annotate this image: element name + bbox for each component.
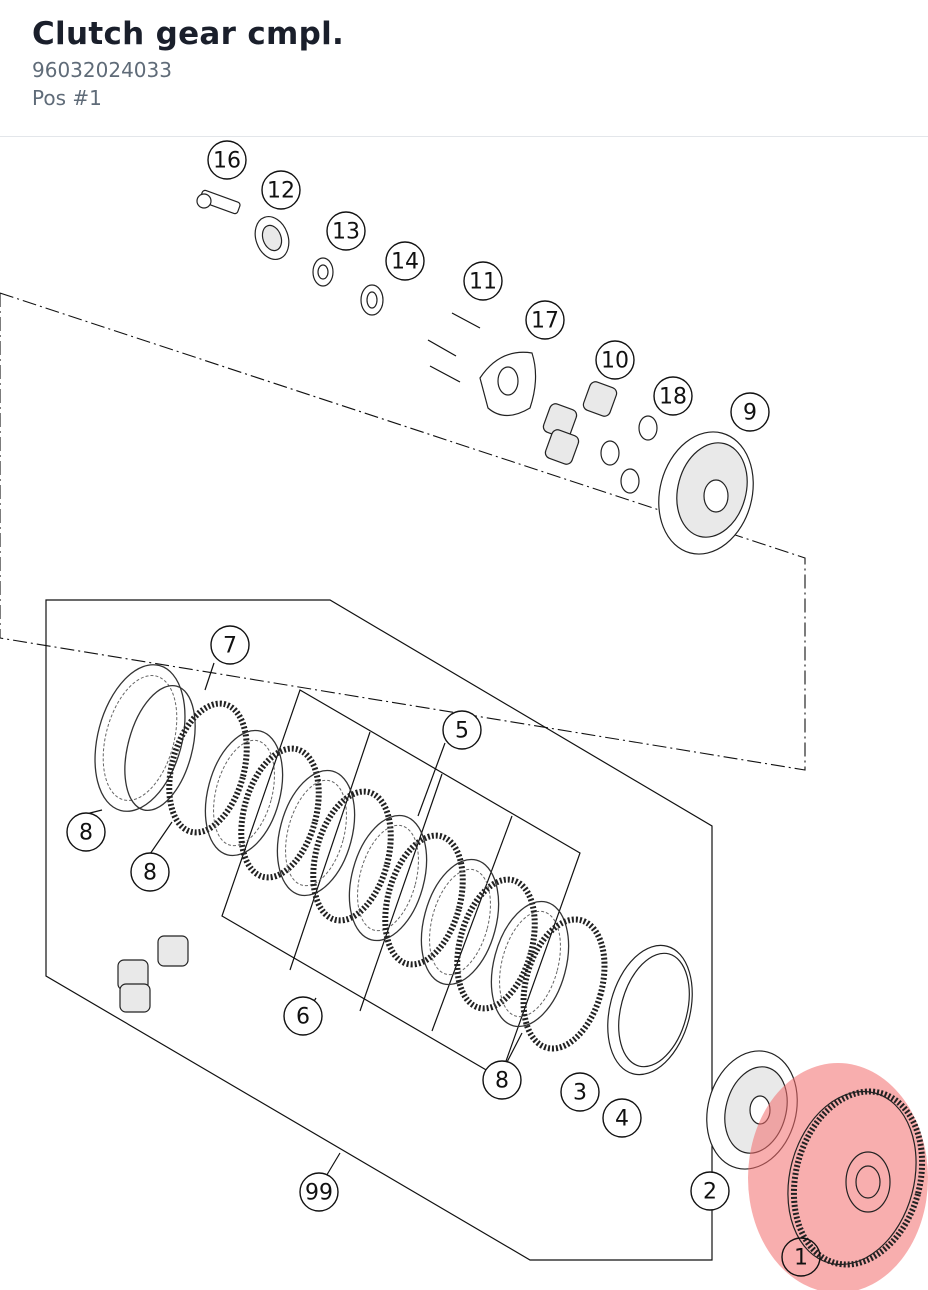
rings-part-18 bbox=[600, 415, 658, 494]
nut-part-13 bbox=[312, 257, 334, 287]
callout-13[interactable]: 13 bbox=[326, 211, 366, 251]
callout-9[interactable]: 9 bbox=[730, 392, 770, 432]
callout-2-label: 2 bbox=[703, 1180, 717, 1205]
callout-13-label: 13 bbox=[332, 220, 360, 245]
callout-14-label: 14 bbox=[391, 250, 419, 275]
bearing-part-12 bbox=[254, 216, 290, 260]
springs-part-10 bbox=[542, 381, 618, 465]
part-header: Clutch gear cmpl. 96032024033 Pos #1 bbox=[0, 0, 928, 137]
callout-12[interactable]: 12 bbox=[261, 170, 301, 210]
callout-4-label: 4 bbox=[615, 1107, 629, 1132]
highlighted-clutch-gear-part-1 bbox=[748, 1063, 928, 1290]
callout-8-a-label: 8 bbox=[79, 821, 93, 846]
washer-part-14 bbox=[360, 284, 384, 316]
callout-99[interactable]: 99 bbox=[299, 1172, 339, 1212]
callout-16[interactable]: 16 bbox=[207, 140, 247, 180]
callout-11[interactable]: 11 bbox=[463, 261, 503, 301]
callout-99-label: 99 bbox=[305, 1181, 333, 1206]
callout-8-b[interactable]: 8 bbox=[130, 852, 170, 892]
callout-5[interactable]: 5 bbox=[442, 710, 482, 750]
callout-8-c-label: 8 bbox=[495, 1069, 509, 1094]
callout-17-label: 17 bbox=[531, 309, 559, 334]
callout-9-label: 9 bbox=[743, 401, 757, 426]
callout-8-b-label: 8 bbox=[143, 861, 157, 886]
callout-6[interactable]: 6 bbox=[283, 996, 323, 1036]
callout-4[interactable]: 4 bbox=[602, 1098, 642, 1138]
ring-part-3 bbox=[607, 944, 693, 1076]
bolt-part-16 bbox=[196, 189, 241, 215]
pressure-plate-part-9 bbox=[658, 431, 754, 555]
plate-part-17 bbox=[479, 351, 537, 417]
callout-14[interactable]: 14 bbox=[385, 241, 425, 281]
callout-8-c[interactable]: 8 bbox=[482, 1060, 522, 1100]
callout-8-a[interactable]: 8 bbox=[66, 812, 106, 852]
highlight-overlay bbox=[748, 1063, 928, 1290]
callout-10[interactable]: 10 bbox=[595, 340, 635, 380]
part-number: 96032024033 bbox=[32, 58, 172, 82]
part-position: Pos #1 bbox=[32, 86, 102, 110]
callout-6-label: 6 bbox=[296, 1005, 310, 1030]
callout-5-label: 5 bbox=[455, 719, 469, 744]
callout-1[interactable]: 1 bbox=[781, 1237, 821, 1277]
part-title: Clutch gear cmpl. bbox=[32, 16, 345, 52]
callout-10-label: 10 bbox=[601, 349, 629, 374]
callout-18-label: 18 bbox=[659, 385, 687, 410]
callout-3-label: 3 bbox=[573, 1081, 587, 1106]
callout-18[interactable]: 18 bbox=[653, 376, 693, 416]
bolts-part-11 bbox=[427, 312, 481, 383]
callout-2[interactable]: 2 bbox=[690, 1171, 730, 1211]
callout-1-label: 1 bbox=[794, 1246, 808, 1271]
callout-17[interactable]: 17 bbox=[525, 300, 565, 340]
callout-7-label: 7 bbox=[223, 634, 237, 659]
callout-16-label: 16 bbox=[213, 149, 241, 174]
small-springs bbox=[117, 935, 189, 1013]
clutch-plate-pack bbox=[94, 664, 608, 1052]
callout-3[interactable]: 3 bbox=[560, 1072, 600, 1112]
callout-12-label: 12 bbox=[267, 179, 295, 204]
exploded-diagram: 16 12 13 14 11 17 10 18 9 7 5 8 8 6 8 3 … bbox=[0, 140, 928, 1290]
callout-11-label: 11 bbox=[469, 270, 497, 295]
callout-7[interactable]: 7 bbox=[210, 625, 250, 665]
